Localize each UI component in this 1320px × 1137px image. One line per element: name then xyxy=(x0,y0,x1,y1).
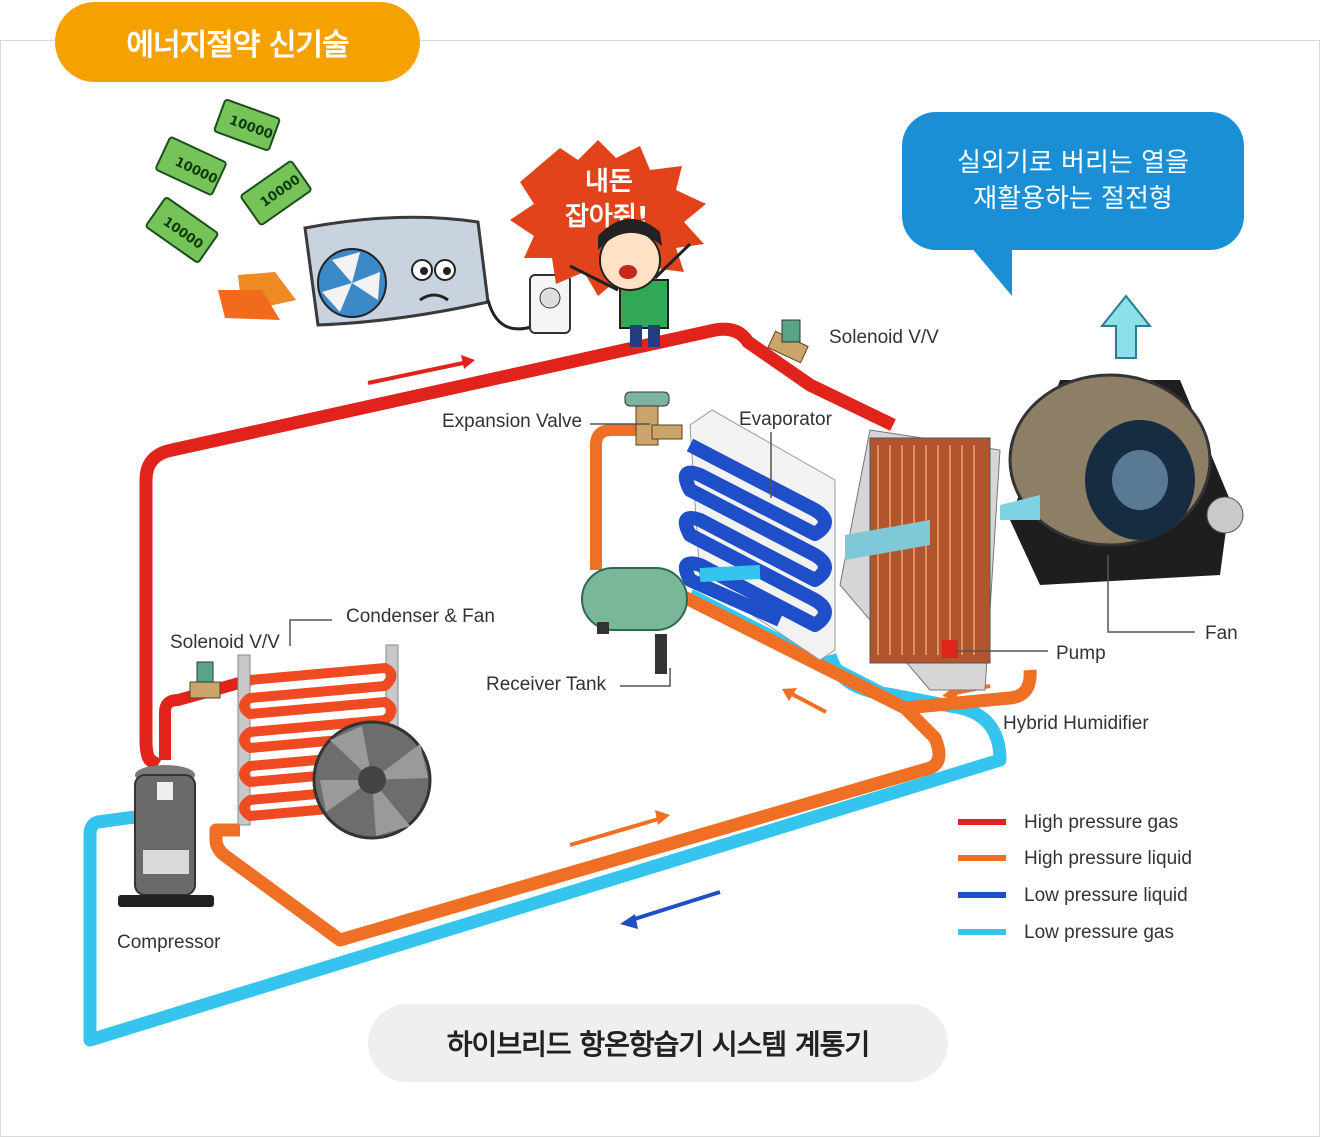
solenoid-valve-top-icon xyxy=(767,319,809,364)
receiver-tank-icon xyxy=(581,567,688,674)
up-arrow-icon xyxy=(1099,294,1153,359)
legend: High pressure gas High pressure liquid L… xyxy=(958,812,1192,943)
solenoid-valve-left-icon xyxy=(189,661,221,699)
outdoor-unit-cartoon xyxy=(218,215,549,331)
label-hybrid-humidifier: Hybrid Humidifier xyxy=(1003,713,1149,734)
money-bills-icon: 10000 10000 10000 10000 xyxy=(145,98,312,263)
label-expansion-valve: Expansion Valve xyxy=(442,411,582,432)
header-title: 에너지절약 신기술 xyxy=(55,2,420,82)
hybrid-humidifier-icon xyxy=(839,429,1001,691)
label-solenoid-left: Solenoid V/V xyxy=(170,632,280,653)
power-outlet-icon xyxy=(529,274,571,334)
centrifugal-fan-icon xyxy=(1000,373,1244,585)
compressor-icon xyxy=(118,765,214,907)
angry-woman-cartoon xyxy=(569,218,692,347)
caption: 하이브리드 항온항습기 시스템 계통기 xyxy=(368,1004,948,1082)
evaporator-coil xyxy=(678,409,836,661)
label-fan: Fan xyxy=(1205,623,1238,644)
label-compressor: Compressor xyxy=(117,932,221,953)
callout-line-2: 재활용하는 절전형 xyxy=(973,184,1173,214)
leader-lines xyxy=(289,423,1195,687)
label-evaporator: Evaporator xyxy=(739,409,833,430)
legend-label-0: High pressure gas xyxy=(1024,812,1178,833)
callout-tail xyxy=(965,240,1012,296)
label-condenser-fan: Condenser & Fan xyxy=(346,606,495,627)
high-pressure-liquid-pipe-riser xyxy=(590,424,650,570)
high-pressure-gas-branch xyxy=(159,674,252,760)
legend-label-2: Low pressure liquid xyxy=(1024,885,1188,906)
condenser-fan-icon xyxy=(312,720,432,840)
legend-label-3: Low pressure gas xyxy=(1024,922,1174,943)
low-pressure-gas-pipe xyxy=(83,652,1007,1047)
label-receiver-tank: Receiver Tank xyxy=(486,674,607,695)
label-pump: Pump xyxy=(1056,643,1106,664)
label-solenoid-top: Solenoid V/V xyxy=(829,327,939,348)
legend-label-1: High pressure liquid xyxy=(1024,848,1192,869)
high-pressure-gas-pipe xyxy=(139,322,896,771)
callout-bubble: 실외기로 버리는 열을 재활용하는 절전형 xyxy=(902,112,1244,250)
high-pressure-liquid-pipe xyxy=(209,669,1037,947)
callout-line-1: 실외기로 버리는 열을 xyxy=(957,148,1189,178)
shout-text-line-1: 내돈 xyxy=(585,167,633,197)
expansion-valve-icon xyxy=(624,391,683,446)
high-pressure-liquid-pipe-tank xyxy=(677,589,908,714)
